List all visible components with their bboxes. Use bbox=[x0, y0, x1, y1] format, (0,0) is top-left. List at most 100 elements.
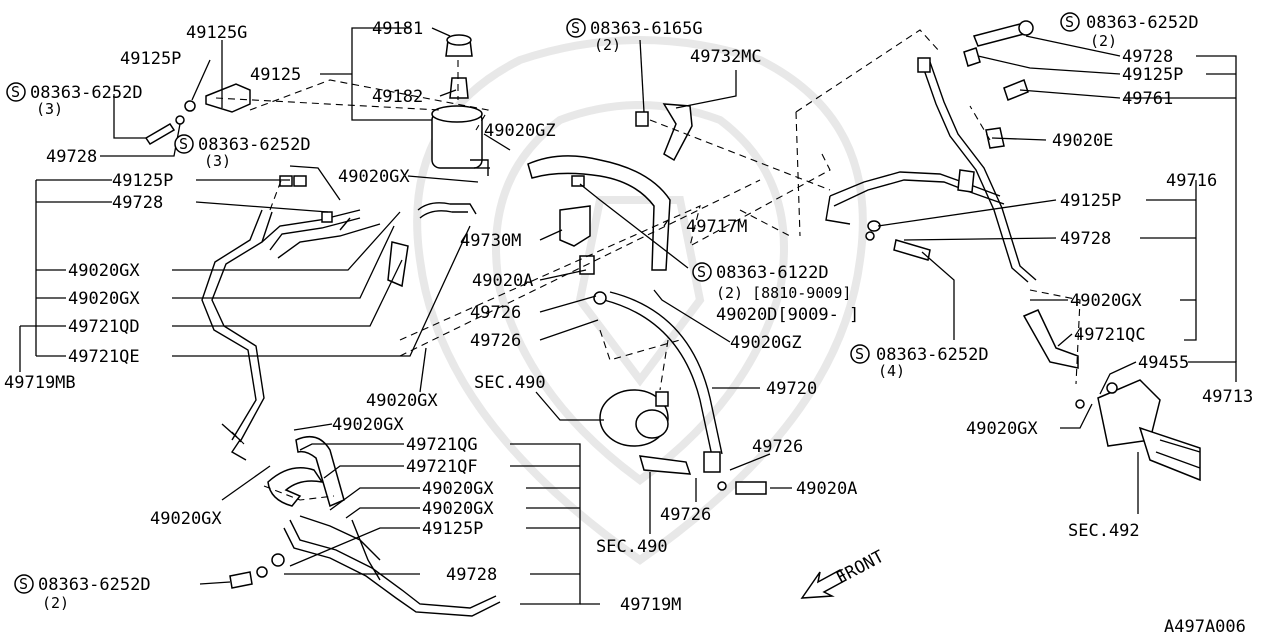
part-label-49020GX: 49020GX bbox=[68, 261, 140, 281]
reservoir-tank bbox=[431, 34, 490, 176]
part-label-49020GX: 49020GX bbox=[150, 509, 222, 529]
part-label-49020E: 49020E bbox=[1052, 131, 1113, 151]
part-label-screw: 08363-6252D bbox=[876, 345, 989, 365]
bracket-49125G bbox=[144, 83, 251, 146]
part-label-qty: (3) bbox=[36, 100, 63, 118]
steering-gear bbox=[1075, 379, 1201, 482]
leader-lines bbox=[19, 27, 1237, 605]
part-label-49020GZ: 49020GZ bbox=[484, 121, 556, 141]
part-label-49020GX: 49020GX bbox=[1070, 291, 1142, 311]
part-labels: 49125G 49125P 49125 49181 49182 08363-62… bbox=[4, 13, 1253, 637]
part-label-49125P: 49125P bbox=[422, 519, 483, 539]
pump-assembly bbox=[599, 389, 692, 475]
part-label-49719M: 49719M bbox=[620, 595, 681, 615]
s-symbol-icon bbox=[14, 574, 34, 594]
bracket-49730M bbox=[559, 175, 591, 247]
part-label-qty: (2) bbox=[594, 36, 621, 54]
front-arrow bbox=[800, 568, 848, 599]
part-label-49125: 49125 bbox=[250, 65, 301, 85]
s-symbol-text: S bbox=[19, 575, 28, 593]
part-label-49726: 49726 bbox=[752, 437, 803, 457]
part-label-screw: 08363-6252D bbox=[1086, 13, 1199, 33]
part-label-49726: 49726 bbox=[470, 331, 521, 351]
part-label-49181: 49181 bbox=[372, 19, 423, 39]
s-symbol-icons: S S S S S S S bbox=[6, 12, 1080, 594]
part-label-qty: (2) bbox=[1090, 32, 1117, 50]
part-label-screw: 08363-6252D bbox=[30, 83, 143, 103]
part-label-qty: (2) [8810-9009] bbox=[716, 284, 851, 302]
part-label-49726: 49726 bbox=[470, 303, 521, 323]
part-label-49721QE: 49721QE bbox=[68, 347, 140, 367]
part-label-qty: (3) bbox=[204, 152, 231, 170]
s-symbol-text: S bbox=[855, 345, 864, 363]
part-label-49717M: 49717M bbox=[686, 217, 747, 237]
part-label-49020GX: 49020GX bbox=[332, 415, 404, 435]
part-label-screw: 08363-6165G bbox=[590, 19, 703, 39]
part-label-49716: 49716 bbox=[1166, 171, 1217, 191]
part-label-49125P: 49125P bbox=[1122, 65, 1183, 85]
bolt-49020A bbox=[717, 481, 767, 495]
s-symbol-text: S bbox=[11, 83, 20, 101]
bolts-top-right bbox=[963, 20, 1034, 101]
hose-49717M bbox=[527, 155, 671, 271]
pipe-bundle-left bbox=[201, 175, 477, 443]
part-label-49713: 49713 bbox=[1202, 387, 1253, 407]
s-symbol-icon bbox=[850, 344, 870, 364]
s-symbol-icon bbox=[692, 262, 712, 282]
part-label-49020GX: 49020GX bbox=[422, 479, 494, 499]
s-symbol-icon bbox=[174, 134, 194, 154]
part-label-49020D: 49020D[9009- ] bbox=[716, 305, 859, 325]
front-label: FRONT bbox=[833, 547, 888, 589]
s-symbol-text: S bbox=[697, 263, 706, 281]
part-label-49020A: 49020A bbox=[472, 271, 533, 291]
s-symbol-text: S bbox=[179, 135, 188, 153]
part-label-49728: 49728 bbox=[1060, 229, 1111, 249]
part-label-49721QF: 49721QF bbox=[406, 457, 478, 477]
s-symbol-icon bbox=[6, 82, 26, 102]
part-label-49455: 49455 bbox=[1138, 353, 1189, 373]
part-label-49761: 49761 bbox=[1122, 89, 1173, 109]
part-label-49125G: 49125G bbox=[186, 23, 247, 43]
part-label-49020GX: 49020GX bbox=[68, 289, 140, 309]
part-label-49020GZ: 49020GZ bbox=[730, 333, 802, 353]
s-symbol-text: S bbox=[571, 19, 580, 37]
part-label-49721QC: 49721QC bbox=[1074, 325, 1146, 345]
part-label-49125P: 49125P bbox=[120, 49, 181, 69]
part-label-49728: 49728 bbox=[46, 147, 97, 167]
part-label-49020GX: 49020GX bbox=[338, 167, 410, 187]
part-label-49020GX: 49020GX bbox=[366, 391, 438, 411]
part-label-49182: 49182 bbox=[372, 87, 423, 107]
bracket-49732MC bbox=[635, 103, 693, 162]
s-symbol-icon bbox=[1060, 12, 1080, 32]
s-symbol-icon bbox=[566, 18, 586, 38]
part-label-49730M: 49730M bbox=[460, 231, 521, 251]
part-label-49125P: 49125P bbox=[112, 171, 173, 191]
diagram-code: A497A006 bbox=[1164, 617, 1246, 637]
part-label-49728: 49728 bbox=[1122, 47, 1173, 67]
part-label-49020A: 49020A bbox=[796, 479, 857, 499]
bolt-49728-right bbox=[865, 220, 931, 261]
part-label-49721QG: 49721QG bbox=[406, 435, 478, 455]
part-label-screw: 08363-6122D bbox=[716, 263, 829, 283]
part-label-49720: 49720 bbox=[766, 379, 817, 399]
part-label-49728: 49728 bbox=[112, 193, 163, 213]
section-label-492: SEC.492 bbox=[1068, 521, 1140, 541]
dashed-guides bbox=[215, 29, 1081, 501]
part-label-49020GX: 49020GX bbox=[966, 419, 1038, 439]
part-label-49719MB: 49719MB bbox=[4, 373, 76, 393]
part-label-49125P: 49125P bbox=[1060, 191, 1121, 211]
section-label-490: SEC.490 bbox=[596, 537, 668, 557]
hoses-lower-left bbox=[221, 423, 501, 617]
part-label-49728: 49728 bbox=[446, 565, 497, 585]
section-label-490: SEC.490 bbox=[474, 373, 546, 393]
part-label-qty: (2) bbox=[42, 594, 69, 612]
pipe-49716 bbox=[825, 57, 1037, 283]
part-label-49020GX: 49020GX bbox=[422, 499, 494, 519]
hose-49721QC bbox=[1022, 309, 1079, 369]
part-label-49721QD: 49721QD bbox=[68, 317, 140, 337]
part-label-qty: (4) bbox=[878, 362, 905, 380]
part-label-screw: 08363-6252D bbox=[198, 135, 311, 155]
part-label-49726: 49726 bbox=[660, 505, 711, 525]
